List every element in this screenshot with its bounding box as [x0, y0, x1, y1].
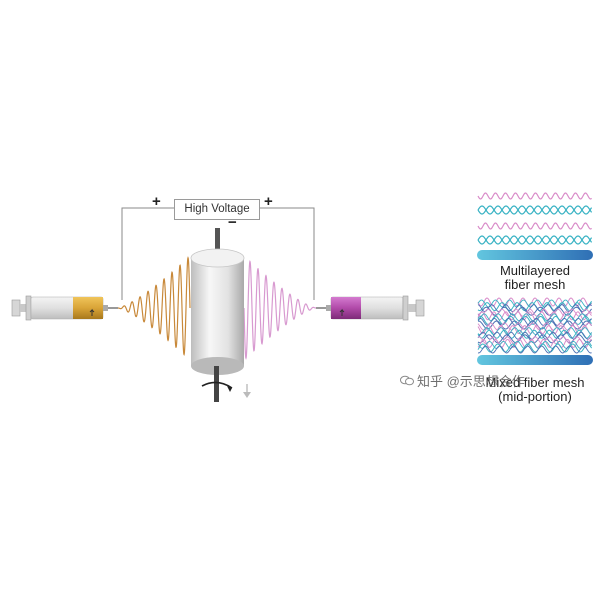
right-syringe-icon [316, 295, 425, 321]
mesh-fiber-mixed [477, 315, 592, 325]
minus-sign: − [228, 214, 237, 231]
multilayered-mesh-fibers [477, 192, 593, 245]
mesh-fiber-pink [477, 192, 592, 200]
multilayered-title-line1: Multilayered [499, 263, 571, 278]
left-plus-sign: + [152, 193, 161, 210]
mesh-fiber-teal [477, 235, 593, 245]
mesh-fiber-mixed [477, 343, 593, 353]
mesh-fiber-pink [477, 222, 592, 230]
mesh-fiber-mixed [477, 325, 592, 335]
multilayered-title: Multilayered fiber mesh [480, 264, 590, 292]
left-fiber-jet [118, 256, 191, 356]
mesh-fiber-mixed [477, 345, 592, 354]
multilayered-mesh-bar [477, 250, 593, 260]
mesh-fiber-mixed [477, 334, 592, 344]
mesh-fiber-mixed [477, 327, 592, 336]
mesh-fiber-mixed [477, 329, 593, 339]
mesh-fiber-mixed [477, 322, 592, 331]
mesh-fiber-teal [477, 235, 593, 245]
mixed-mesh-title: Mixed fiber mesh (mid-portion) [474, 376, 596, 404]
circuit-wires [121, 207, 315, 300]
left-syringe-icon [11, 295, 118, 321]
multilayered-title-line2: fiber mesh [504, 277, 566, 292]
chat-bubble-icon [400, 375, 414, 386]
high-voltage-label: High Voltage [174, 199, 260, 220]
mesh-fiber-teal [477, 205, 593, 215]
right-fiber-jet [243, 260, 316, 360]
mixed-mesh-fibers [477, 297, 593, 354]
mixed-title-line1: Mixed fiber mesh [485, 375, 585, 390]
watermark-text: 知乎 @示思想合作 [417, 374, 525, 389]
rotation-arrow-icon [201, 381, 251, 398]
right-plus-sign: + [264, 193, 273, 210]
mixed-title-line2: (mid-portion) [498, 389, 572, 404]
rotating-collector-icon [190, 228, 245, 402]
watermark: 知乎 @示思想合作 [400, 371, 525, 390]
mixed-mesh-bar [477, 355, 593, 365]
mesh-fiber-teal [477, 205, 593, 215]
mesh-fiber-mixed [477, 304, 592, 313]
